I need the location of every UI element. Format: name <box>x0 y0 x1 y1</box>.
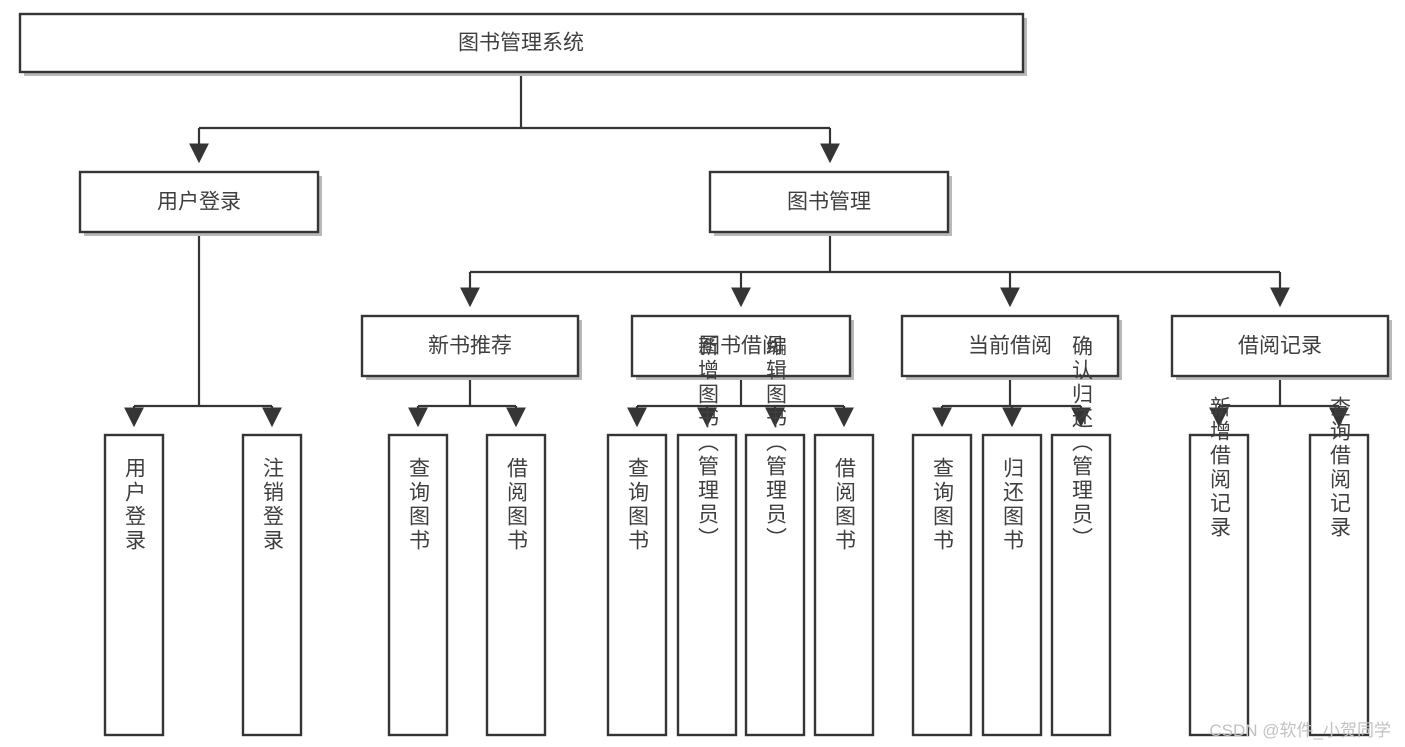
connector-layer <box>124 72 1349 428</box>
node-leaf-query-record-label: 查询借阅记录 <box>1328 396 1352 540</box>
node-borrow-record-label: 借阅记录 <box>1238 335 1322 358</box>
node-book-manage[interactable]: 图书管理 <box>708 170 952 236</box>
connector-borrowrecord-to-leaves <box>1209 376 1349 428</box>
node-root-label: 图书管理系统 <box>458 32 584 55</box>
node-leaf-return-book[interactable]: 归还图书 <box>981 433 1043 737</box>
node-new-book-rec-label: 新书推荐 <box>428 335 512 358</box>
node-leaf-query-book-2[interactable]: 查询图书 <box>606 433 668 737</box>
node-leaf-borrow-book-1-label: 借阅图书 <box>505 457 529 553</box>
node-leaf-query-book-1[interactable]: 查询图书 <box>387 433 449 737</box>
node-leaf-add-record-label: 新增借阅记录 <box>1208 396 1232 540</box>
node-leaf-query-book-3[interactable]: 查询图书 <box>911 433 973 737</box>
node-leaf-borrow-book-2-label: 借阅图书 <box>833 457 857 553</box>
node-new-book-rec[interactable]: 新书推荐 <box>360 314 582 380</box>
node-leaf-query-book-2-label: 查询图书 <box>626 457 650 553</box>
connector-bookmanage-to-level3 <box>460 232 1290 308</box>
node-leaf-query-record[interactable]: 查询借阅记录 <box>1308 396 1370 737</box>
node-book-borrow-label: 图书借阅 <box>699 335 783 358</box>
node-leaf-confirm-return[interactable]: 确认归还（管理员） <box>1050 335 1112 737</box>
node-user-login-label: 用户登录 <box>157 191 241 214</box>
node-leaf-edit-book[interactable]: 编辑图书（管理员） <box>744 335 806 737</box>
node-leaf-user-login[interactable]: 用户登录 <box>103 433 165 737</box>
node-leaf-add-book[interactable]: 新增图书（管理员） <box>676 335 738 737</box>
node-leaf-edit-book-label: 编辑图书（管理员） <box>764 335 788 551</box>
node-leaf-borrow-book-1[interactable]: 借阅图书 <box>485 433 547 737</box>
node-current-borrow[interactable]: 当前借阅 <box>900 314 1122 380</box>
connector-root-to-level2 <box>189 72 840 164</box>
node-root-system[interactable]: 图书管理系统 <box>18 12 1027 76</box>
node-leaf-user-login-label: 用户登录 <box>123 457 147 553</box>
connector-userlogin-to-leaves <box>124 232 282 428</box>
node-borrow-record[interactable]: 借阅记录 <box>1170 314 1392 380</box>
connector-bookborrow-to-leaves <box>627 376 854 428</box>
node-user-login[interactable]: 用户登录 <box>78 170 322 236</box>
node-book-borrow[interactable]: 图书借阅 <box>630 314 854 380</box>
node-book-manage-label: 图书管理 <box>787 191 871 214</box>
node-leaf-add-record[interactable]: 新增借阅记录 <box>1188 396 1250 737</box>
node-leaf-query-book-3-label: 查询图书 <box>931 457 955 553</box>
node-leaf-query-book-1-label: 查询图书 <box>407 457 431 553</box>
node-leaf-user-logout-label: 注销登录 <box>261 457 285 553</box>
node-leaf-user-logout[interactable]: 注销登录 <box>241 433 303 737</box>
connector-currentborrow-to-leaves <box>932 376 1091 428</box>
node-leaf-borrow-book-2[interactable]: 借阅图书 <box>813 433 875 737</box>
node-leaf-return-book-label: 归还图书 <box>1001 457 1025 553</box>
node-leaf-confirm-return-label: 确认归还（管理员） <box>1070 335 1094 551</box>
connector-newbook-to-leaves <box>408 376 526 428</box>
node-leaf-add-book-label: 新增图书（管理员） <box>696 335 720 551</box>
node-current-borrow-label: 当前借阅 <box>968 335 1052 358</box>
